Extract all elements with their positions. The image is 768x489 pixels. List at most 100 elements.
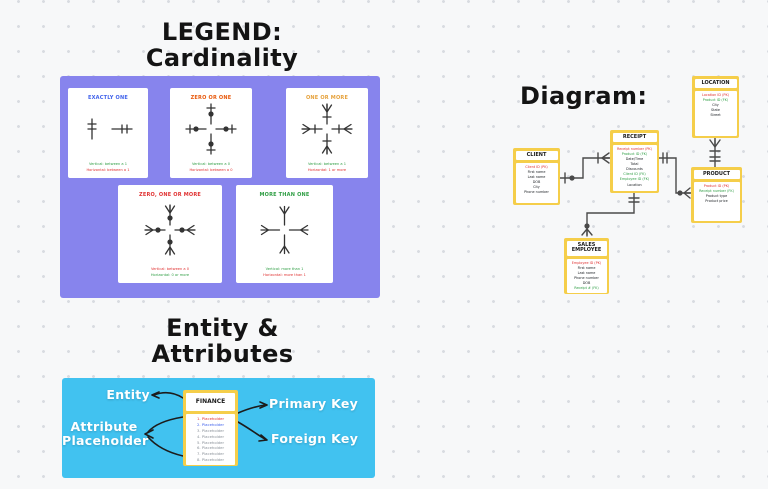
card-note-line: Horizontal: 0 or more xyxy=(150,272,190,277)
entity-attribute: First name xyxy=(577,265,596,270)
entity-attribute: Street xyxy=(710,113,721,118)
card-note-line: Vertical: between a 1 xyxy=(307,162,347,167)
finance-attribute: 2. Placeholder xyxy=(196,421,225,427)
card-title: ZERO, ONE OR MORE xyxy=(139,192,201,198)
entity-attribute: Location xyxy=(627,182,642,187)
entity-attribute: Client ID (FK) xyxy=(623,172,646,177)
cardinality-symbol xyxy=(301,103,353,155)
entity-attribute: Location ID (PK) xyxy=(701,92,730,97)
entity-attributes-heading[interactable]: Entity & Attributes xyxy=(100,314,345,368)
entity-title: SALES EMPLOYEE xyxy=(566,240,607,256)
entity-attribute: Phone number xyxy=(574,275,599,280)
card-title: MORE THAN ONE xyxy=(259,192,310,198)
card-note-line: Vertical: more than 1 xyxy=(265,267,304,272)
cardinality-symbol xyxy=(260,205,309,255)
entity-attribute: DOB xyxy=(532,180,541,185)
entity-attribute: City xyxy=(533,185,540,190)
entity-attribute: Product ID (PK) xyxy=(703,183,730,188)
card-title: ZERO OR ONE xyxy=(190,95,232,101)
finance-attribute: 4. Placeholder xyxy=(196,433,225,439)
entity-title: PRODUCT xyxy=(693,169,740,180)
entity-attribute: Last name xyxy=(527,174,546,179)
entity-attribute: Product ID (FK) xyxy=(621,151,648,156)
arrow-to-entity-label xyxy=(151,391,184,399)
entity-attribute: Employee ID (FK) xyxy=(619,177,650,182)
entity-attribute: Employee ID (PK) xyxy=(571,260,602,265)
entity-attribute: Last name xyxy=(577,270,596,275)
card-note-line: Vertical: between a 1 xyxy=(88,162,128,167)
card-title: ONE OR MORE xyxy=(305,95,349,101)
card-note-line: Horizontal: 1 or more xyxy=(307,167,347,172)
entity-sales-employee[interactable]: SALES EMPLOYEE Employee ID (PK)First name… xyxy=(564,238,609,294)
entity-title: RECEIPT xyxy=(612,132,657,143)
ea-heading-line1: Entity & xyxy=(166,314,279,342)
entity-attribute: Date/Time xyxy=(625,156,644,161)
finance-attribute: 7. Placeholder xyxy=(196,451,225,457)
entity-attributes: Product ID (PK)Receipt number (FK)Produc… xyxy=(693,181,740,221)
connector-location-product[interactable] xyxy=(709,137,721,168)
cardinality-symbol xyxy=(87,118,133,140)
entity-attribute: Product price xyxy=(705,199,728,204)
entity-receipt[interactable]: RECEIPT Receipt number (PK)Product ID (FK… xyxy=(610,130,659,193)
finance-attribute: 1. Placeholder xyxy=(196,416,225,421)
entity-attribute: Product type xyxy=(705,193,728,198)
finance-attribute: 3. Placeholder xyxy=(196,427,225,433)
legend-heading-line1: LEGEND: xyxy=(161,18,283,46)
connector-receipt-product[interactable] xyxy=(658,152,692,199)
entity-label[interactable]: Entity xyxy=(106,387,150,402)
cardinality-symbol xyxy=(185,103,237,155)
finance-entity-title: FINANCE xyxy=(186,393,235,411)
finance-attribute: 8. Placeholder xyxy=(196,457,225,463)
entity-attribute: Discounts xyxy=(626,167,643,172)
card-note-line: Vertical: between a 0 xyxy=(191,162,231,167)
connector-receipt-sales-employee[interactable] xyxy=(581,192,640,237)
entity-attribute: State xyxy=(711,108,720,113)
entity-attribute: DOB xyxy=(582,280,591,285)
ea-heading-line2: Attributes xyxy=(151,339,294,368)
arrow-to-foreign-key-label xyxy=(237,421,268,442)
diagram-heading[interactable]: Diagram: xyxy=(520,82,648,110)
primary-key-label[interactable]: Primary Key xyxy=(269,396,359,411)
connector-client-receipt[interactable] xyxy=(559,152,611,184)
finance-attribute: 6. Placeholder xyxy=(196,445,225,451)
entity-attribute: Total xyxy=(630,162,639,167)
card-note-line: Horizontal: more than 1 xyxy=(263,272,306,277)
legend-heading-line2: Cardinality xyxy=(145,43,299,72)
entity-attribute: Product ID (FK) xyxy=(702,97,729,102)
legend-heading[interactable]: LEGEND: Cardinality xyxy=(92,18,352,72)
cardinality-symbol xyxy=(144,204,196,256)
entity-attribute: Receipt # (FK) xyxy=(574,286,599,291)
entity-attribute: First name xyxy=(527,169,546,174)
arrow-to-primary-key-label xyxy=(237,401,268,414)
entity-attribute: Receipt number (PK) xyxy=(617,146,652,151)
entity-attributes-panel[interactable]: Entity Attribute Placeholder Primary Key… xyxy=(62,378,375,478)
card-note-line: Vertical: between a 0 xyxy=(150,267,190,272)
foreign-key-label[interactable]: Foreign Key xyxy=(271,431,359,446)
entity-attribute: Receipt number (FK) xyxy=(699,188,734,193)
arrows-to-attribute-placeholder-label xyxy=(144,416,184,457)
finance-attribute: 5. Placeholder xyxy=(196,439,225,445)
attribute-placeholder-label[interactable]: Attribute Placeholder xyxy=(62,419,149,448)
entity-attribute: City xyxy=(712,102,719,107)
card-note-line: Horizontal: between a 0 xyxy=(189,167,233,172)
card-title: EXACTLY ONE xyxy=(87,95,129,101)
